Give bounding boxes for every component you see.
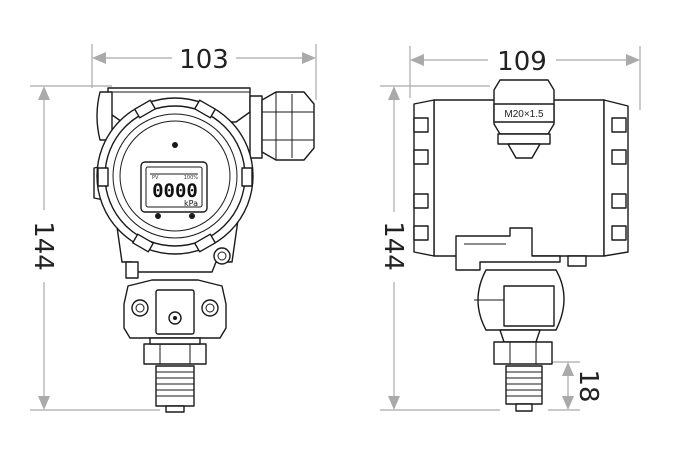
lcd-display: PV 100% 0000 kPa	[140, 142, 208, 219]
button-dot-left	[155, 213, 161, 219]
side-height-dimension: 144	[378, 85, 500, 411]
lcd-reading: 0000	[152, 180, 198, 202]
lcd-bar-left-label: PV	[152, 175, 159, 181]
gland-thread-label: M20×1.5	[504, 109, 544, 120]
front-width-value: 103	[179, 45, 229, 75]
side-neck	[455, 227, 587, 271]
side-cable-gland: M20×1.5	[493, 79, 555, 159]
front-view-transmitter: PV 100% 0000 kPa	[93, 87, 315, 413]
threaded-stem	[155, 365, 195, 413]
front-height-value: 144	[28, 221, 58, 271]
side-threaded-stem	[505, 365, 543, 412]
side-width-value: 109	[497, 47, 547, 77]
button-dot-right	[189, 213, 195, 219]
front-height-dimension: 144	[28, 85, 160, 411]
thread-length-value: 18	[573, 369, 603, 402]
right-cover-fins	[603, 99, 629, 257]
sensor-body	[123, 279, 227, 339]
thread-length-dimension: 18	[548, 361, 603, 411]
side-height-value: 144	[378, 221, 408, 271]
cable-gland	[249, 91, 315, 161]
side-width-dimension: 109	[409, 46, 641, 110]
lcd-unit: kPa	[184, 199, 198, 208]
side-sensor-body	[474, 269, 565, 343]
front-width-dimension: 103	[91, 44, 317, 100]
lcd-bar-right-label: 100%	[184, 175, 199, 181]
indicator-dot-top	[172, 142, 178, 148]
left-cover-fins	[413, 99, 435, 257]
side-view-transmitter: M20×1.5	[413, 79, 629, 412]
hex-nut	[143, 337, 207, 365]
side-hex-nut	[493, 341, 553, 365]
